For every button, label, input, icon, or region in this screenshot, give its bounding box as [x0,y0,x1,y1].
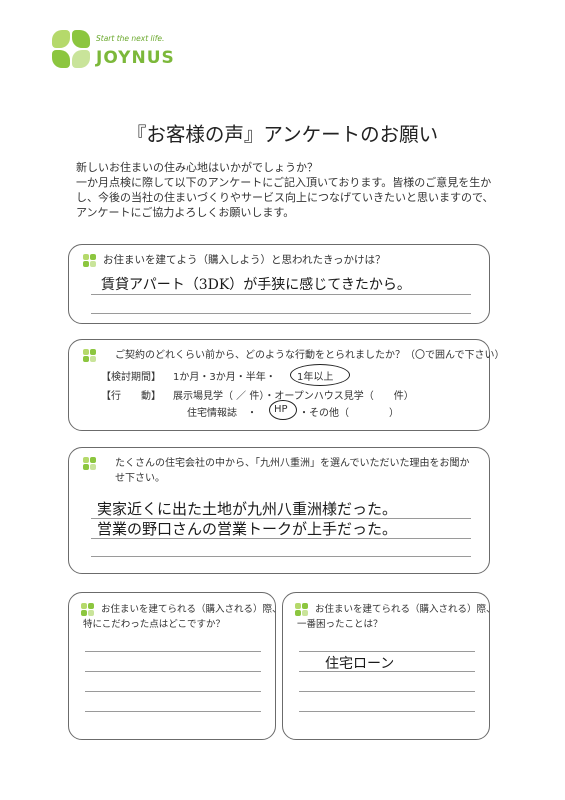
answer-line [91,556,471,557]
answer-line [91,313,471,314]
question-4-text-line2: 特にこだわった点はどこですか？ [83,619,226,630]
joynus-logo: Start the next life. JOYNUS [52,30,176,72]
action-row-2a[interactable]: 住宅情報誌 ・ [187,408,257,419]
page-title: 『お客様の声』アンケートのお願い [126,123,439,146]
question-3-text-line2: せ下さい。 [115,473,165,484]
answer-line [91,538,471,539]
period-options[interactable]: 1か月・3か月・半年・ [173,372,276,383]
intro-line: し、今後の当社の住まいづくりやサービス向上につなげていきたいと思いますので、 [76,191,494,204]
clover-bullet-icon [83,349,99,363]
answer-line [299,651,475,652]
answer-line [85,651,261,652]
answer-line [85,671,261,672]
answer-5-text[interactable]: 住宅ローン [325,656,395,672]
logo-tagline: Start the next life. [96,34,165,43]
action-row-1[interactable]: 展示場見学（ ／ 件）・オープンハウス見学（ 件） [173,391,414,402]
action-label: 【行 動】 [101,391,161,402]
intro-text: 新しいお住まいの住み心地はいかがでしょうか？ 一か月点検に際して以下のアンケート… [76,160,506,220]
question-3-text-line1: たくさんの住宅会社の中から、「九州八重洲」を選んでいただいた理由をお聞か [115,458,470,469]
question-box-3: たくさんの住宅会社の中から、「九州八重洲」を選んでいただいた理由をお聞か せ下さ… [68,447,490,574]
intro-line: 一か月点検に際して以下のアンケートにご記入頂いております。皆様のご意見を生か [76,176,492,189]
clover-bullet-icon [83,254,99,268]
answer-line [91,294,471,295]
selection-circle [290,364,350,386]
question-1-text: お住まいを建てよう（購入しよう）と思われたきっかけは？ [103,254,386,266]
answer-3-line2[interactable]: 営業の野口さんの営業トークが上手だった。 [97,520,398,538]
question-2-text: ご契約のどれくらい前から、どのような行動をとられましたか？（〇で囲んで下さい） [115,350,505,361]
clover-logo-icon [52,30,92,70]
answer-line [299,691,475,692]
intro-line: 新しいお住まいの住み心地はいかがでしょうか？ [76,161,318,174]
answer-3-line1[interactable]: 実家近くに出た土地が九州八重洲様だった。 [97,500,398,518]
question-5-text-line2: 一番困ったことは？ [297,619,383,630]
answer-line [91,518,471,519]
answer-line [85,691,261,692]
question-box-4: お住まいを建てられる（購入される）際、 特にこだわった点はどこですか？ [68,592,282,740]
intro-line: アンケートにご協力よろしくお願いします。 [76,206,295,219]
selection-circle [269,400,297,420]
clover-bullet-icon [83,457,99,471]
clover-bullet-icon [295,603,311,617]
question-5-text-line1: お住まいを建てられる（購入される）際、 [315,604,496,615]
action-row-2b[interactable]: ・その他（ ） [299,408,399,419]
question-box-2: ご契約のどれくらい前から、どのような行動をとられましたか？（〇で囲んで下さい） … [68,339,505,431]
answer-1-text[interactable]: 賃貸アパート（3DK）が手狭に感じてきたから。 [101,277,411,293]
question-box-1: お住まいを建てよう（購入しよう）と思われたきっかけは？ 賃貸アパート（3DK）が… [68,244,490,324]
answer-line [299,671,475,672]
logo-name: JOYNUS [96,48,175,68]
question-box-5: お住まいを建てられる（購入される）際、 一番困ったことは？ 住宅ローン [282,592,496,740]
period-label: 【検討期間】 [101,372,161,383]
question-4-text-line1: お住まいを建てられる（購入される）際、 [101,604,282,615]
answer-line [85,711,261,712]
answer-line [299,711,475,712]
clover-bullet-icon [81,603,97,617]
